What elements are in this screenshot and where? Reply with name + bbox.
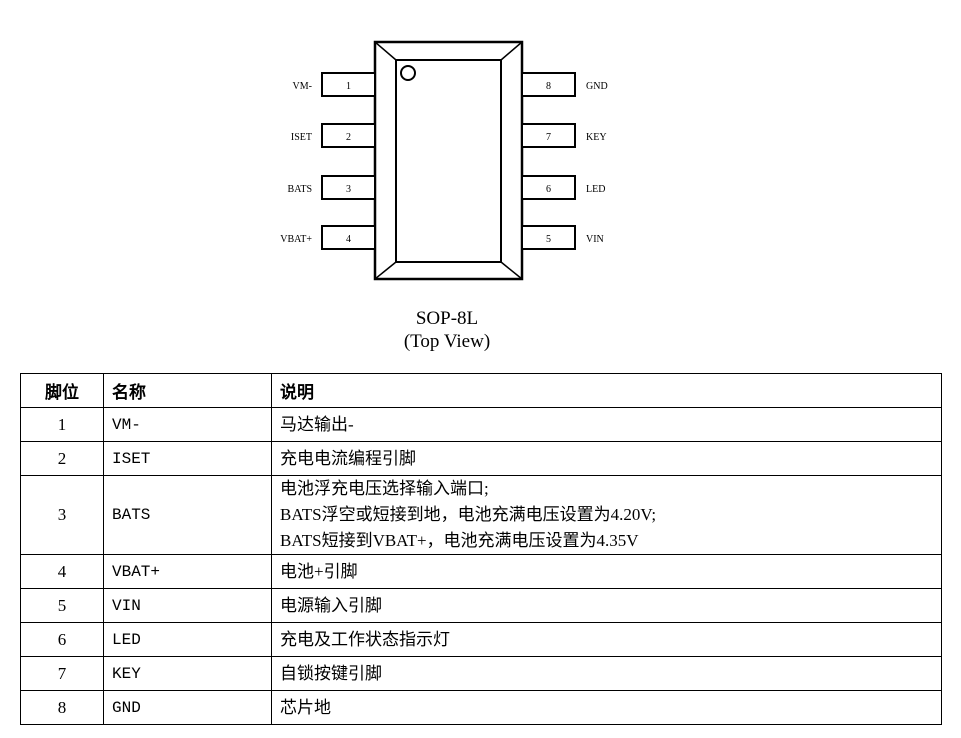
pin-number-cell: 2: [20, 441, 104, 476]
pin-4-lead: [321, 225, 376, 250]
pin-name-cell: VBAT+: [103, 554, 272, 589]
pin-description-cell: 电池浮充电压选择输入端口; BATS浮空或短接到地，电池充满电压设置为4.20V;…: [271, 475, 942, 555]
pin-description-cell: 电源输入引脚: [271, 588, 942, 623]
pin-number: 2: [346, 132, 351, 143]
pin-number-cell: 8: [20, 690, 104, 725]
description-line: 电池+引脚: [280, 561, 358, 581]
pin-number: 3: [346, 184, 351, 195]
description-line: 自锁按键引脚: [280, 663, 382, 683]
description-line: BATS短接到VBAT+，电池充满电压设置为4.35V: [280, 531, 639, 550]
pin-number-cell: 1: [20, 407, 104, 442]
header-name: 名称: [103, 373, 272, 408]
pin-2-lead: [321, 123, 376, 148]
pin-number-cell: 6: [20, 622, 104, 657]
pin-number-cell: 5: [20, 588, 104, 623]
pin-8-lead: [521, 72, 576, 97]
pin1-marker-icon: [400, 65, 416, 81]
pin-number: 5: [546, 234, 551, 245]
pin-number-cell: 4: [20, 554, 104, 589]
pin-name-cell: ISET: [103, 441, 272, 476]
pin-name-label: BATS: [288, 184, 312, 195]
pin-number: 4: [346, 234, 351, 245]
pin-description-cell: 马达输出-: [271, 407, 942, 442]
package-body: [373, 40, 524, 281]
package-view: (Top View): [403, 331, 491, 352]
pin-description-cell: 充电电流编程引脚: [271, 441, 942, 476]
pin-name-label: KEY: [586, 132, 607, 143]
pin-name-cell: VM-: [103, 407, 272, 442]
pin-name-label: VIN: [586, 234, 604, 245]
pin-name-label: VM-: [293, 81, 312, 92]
pin-number: 7: [546, 132, 551, 143]
pin-name-label: ISET: [291, 132, 312, 143]
pin-number: 6: [546, 184, 551, 195]
description-line: 充电电流编程引脚: [280, 448, 416, 468]
pin-name-cell: VIN: [103, 588, 272, 623]
pin-description-cell: 充电及工作状态指示灯: [271, 622, 942, 657]
header-description: 说明: [271, 373, 942, 408]
description-line: 电源输入引脚: [280, 595, 382, 615]
header-pin: 脚位: [20, 373, 104, 408]
pin-name-cell: GND: [103, 690, 272, 725]
package-name: SOP-8L: [415, 308, 479, 329]
pin-7-lead: [521, 123, 576, 148]
pin-name-label: GND: [586, 81, 608, 92]
description-line: BATS浮空或短接到地，电池充满电压设置为4.20V;: [280, 505, 657, 524]
package-top-face: [395, 59, 502, 263]
pin-6-lead: [521, 175, 576, 200]
pin-1-lead: [321, 72, 376, 97]
pin-description-cell: 电池+引脚: [271, 554, 942, 589]
pin-number: 1: [346, 81, 351, 92]
pin-name-cell: KEY: [103, 656, 272, 691]
pin-name-label: LED: [586, 184, 605, 195]
description-line: 充电及工作状态指示灯: [280, 629, 450, 649]
description-line: 马达输出-: [280, 414, 354, 434]
description-line: 芯片地: [280, 697, 331, 717]
pin-number-cell: 7: [20, 656, 104, 691]
pin-description-cell: 自锁按键引脚: [271, 656, 942, 691]
table-header-row: 脚位 名称 说明: [20, 373, 942, 408]
pin-number-cell: 3: [20, 475, 104, 555]
pin-description-cell: 芯片地: [271, 690, 942, 725]
pin-name-cell: LED: [103, 622, 272, 657]
pin-3-lead: [321, 175, 376, 200]
pin-name-label: VBAT+: [280, 234, 312, 245]
sop8-package-diagram: 1 VM- 2 ISET 3 BATS 4 VBAT+ 8 GND 7 KEY 6 LED 5 VIN: [280, 40, 608, 281]
pin-5-lead: [521, 225, 576, 250]
description-line: 电池浮充电压选择输入端口;: [280, 479, 489, 498]
pin-number: 8: [546, 81, 551, 92]
pin-name-cell: BATS: [103, 475, 272, 555]
